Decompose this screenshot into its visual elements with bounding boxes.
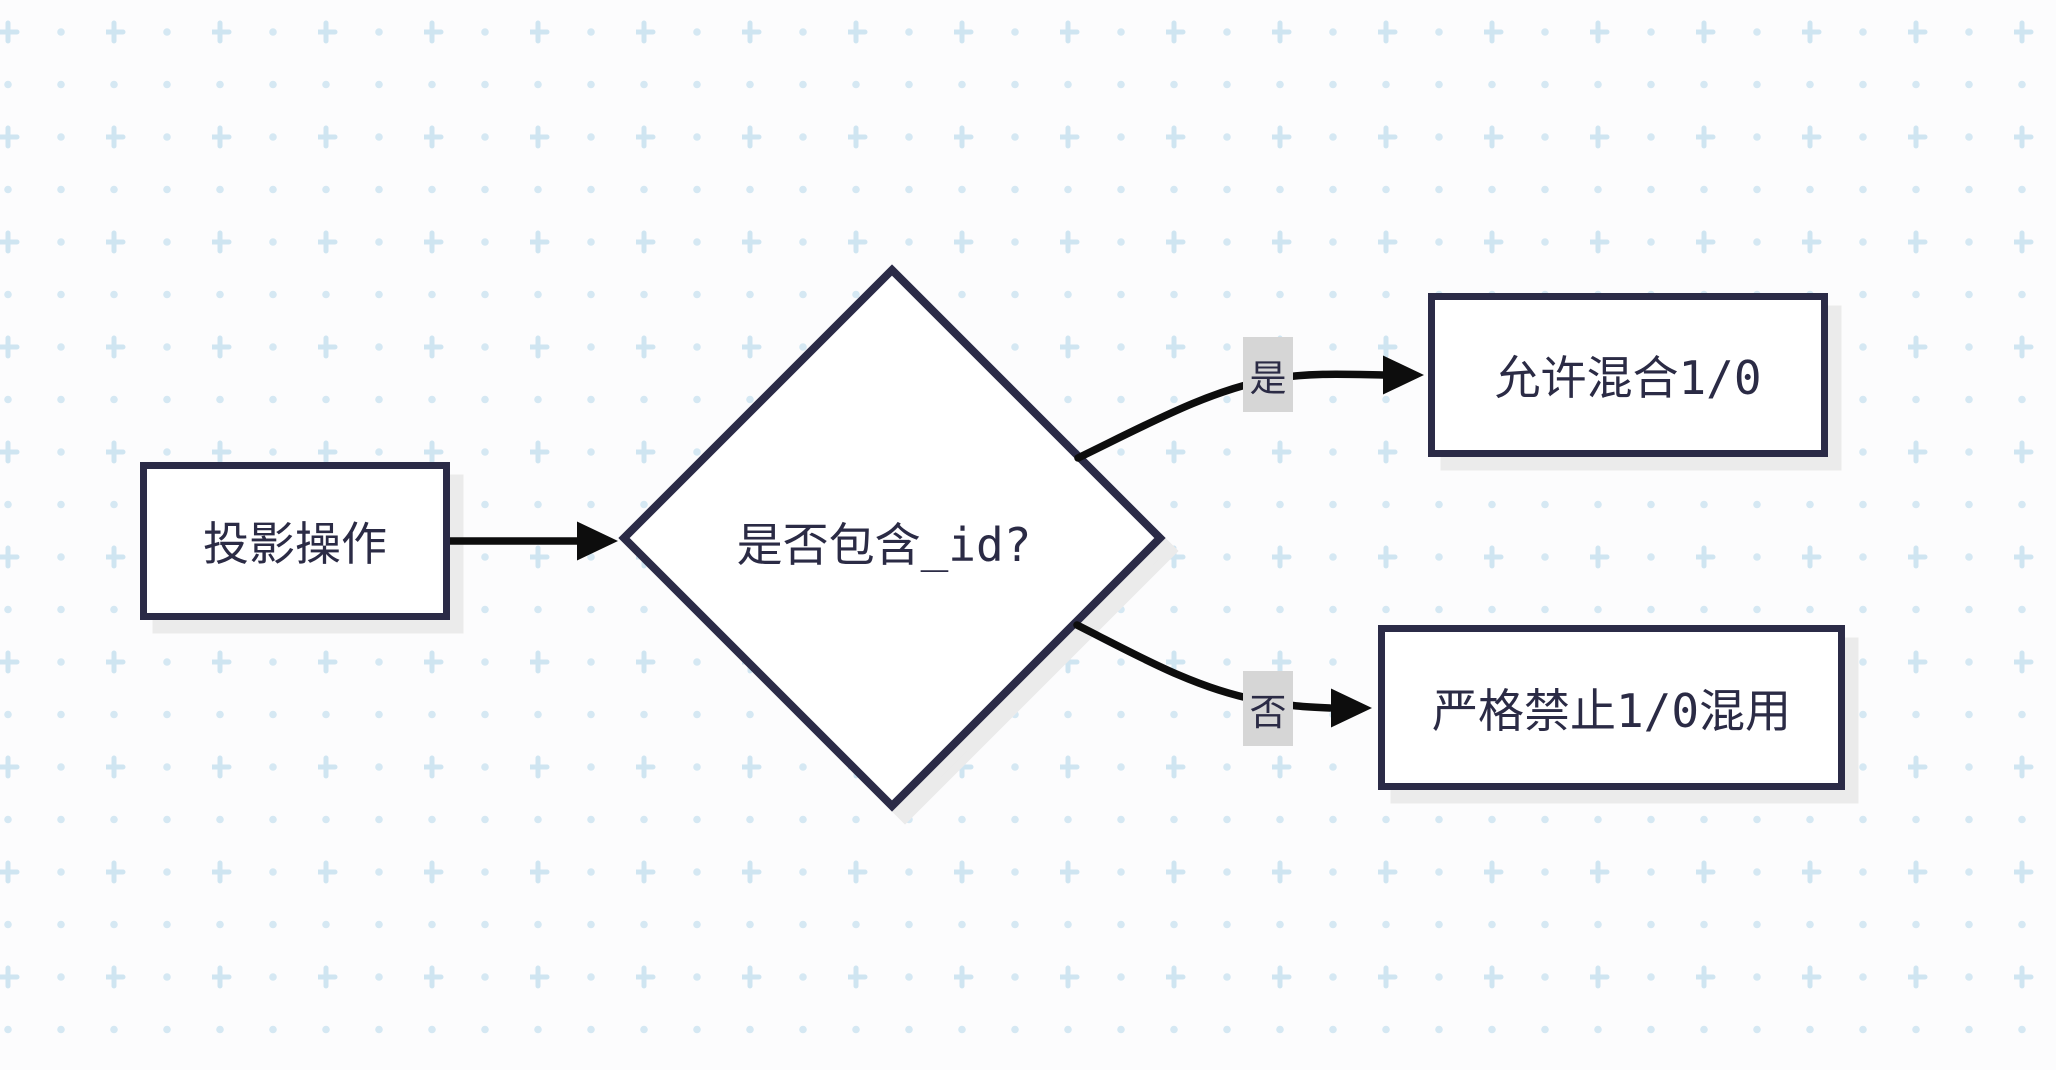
node-start-label: 投影操作 (203, 517, 387, 571)
edge-label-no: 否 (1243, 671, 1293, 746)
decision-diamond (618, 264, 1166, 812)
decision-label-text: 是否包含_id? (736, 518, 1032, 572)
edge-label-no-text: 否 (1249, 690, 1287, 734)
node-start: 投影操作 (140, 462, 450, 620)
edge-start-to-decision (446, 521, 618, 561)
node-no-result-label: 严格禁止1/0混用 (1431, 683, 1792, 738)
arrowhead (1383, 355, 1424, 395)
edge-label-yes-text: 是 (1249, 356, 1287, 400)
node-decision-label: 是否包含_id? (737, 509, 1032, 575)
arrowhead (1331, 688, 1372, 728)
node-yes-result-label: 允许混合1/0 (1494, 351, 1762, 405)
edge-label-yes: 是 (1243, 337, 1293, 412)
edge-no (1073, 621, 1372, 728)
arrowhead (577, 521, 618, 561)
node-no-result: 严格禁止1/0混用 (1378, 625, 1845, 790)
node-yes-result: 允许混合1/0 (1428, 293, 1828, 457)
